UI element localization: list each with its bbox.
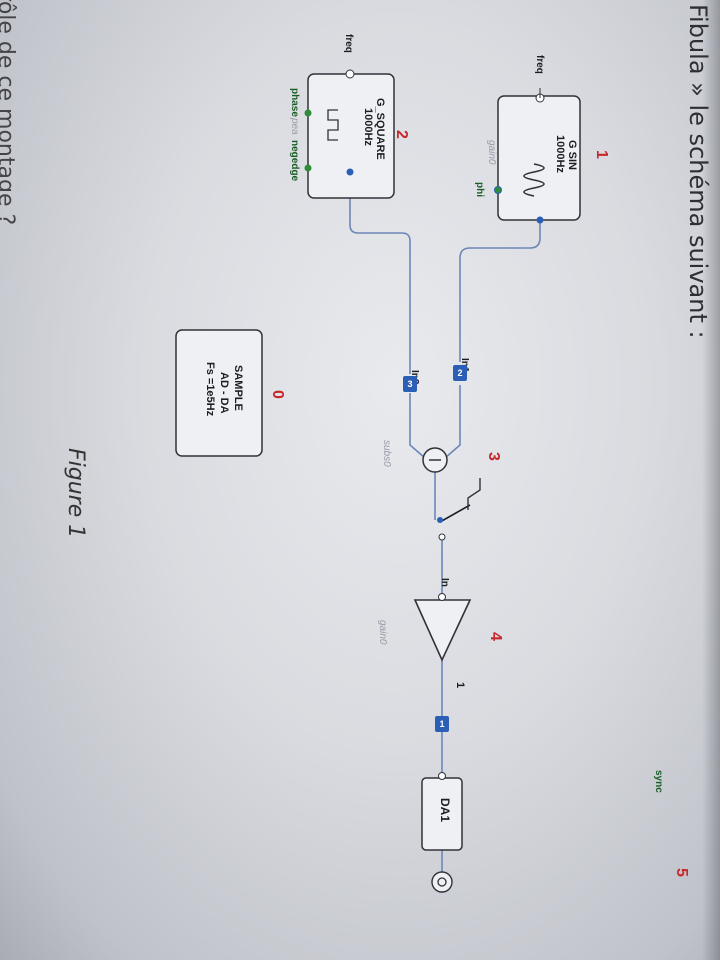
gain-input-port[interactable] bbox=[438, 593, 446, 601]
wire-in1-to-adder bbox=[444, 385, 461, 459]
square-negedge-port[interactable] bbox=[304, 164, 312, 172]
wire-in2-to-adder bbox=[409, 393, 426, 459]
wire-sin-to-in1 bbox=[459, 220, 541, 362]
output-terminal-inner bbox=[437, 877, 447, 887]
sin-output-port[interactable] bbox=[536, 216, 544, 224]
sine-wave-icon bbox=[523, 163, 545, 197]
adder-port-2[interactable]: 3 bbox=[403, 376, 417, 392]
square-output-port[interactable] bbox=[346, 168, 354, 176]
da-input-port[interactable] bbox=[438, 772, 446, 780]
paper-edge-shadow bbox=[702, 0, 720, 960]
square-phase-port[interactable] bbox=[304, 109, 312, 117]
square-freq-port[interactable] bbox=[345, 69, 355, 79]
sin-phi-port[interactable] bbox=[494, 186, 502, 194]
sample-block[interactable] bbox=[175, 329, 263, 457]
switch-input-dot bbox=[437, 517, 443, 523]
wires bbox=[349, 172, 541, 872]
wire-square-to-in2 bbox=[349, 172, 411, 374]
gain-output-port[interactable]: 1 bbox=[435, 716, 449, 732]
output-terminal-icon[interactable] bbox=[431, 871, 453, 893]
square-wave-icon bbox=[327, 109, 339, 141]
adder-port-1[interactable]: 2 bbox=[453, 365, 467, 381]
switch-lever bbox=[439, 504, 471, 523]
saturation-icon bbox=[467, 478, 481, 510]
switch-output-dot bbox=[438, 533, 446, 541]
